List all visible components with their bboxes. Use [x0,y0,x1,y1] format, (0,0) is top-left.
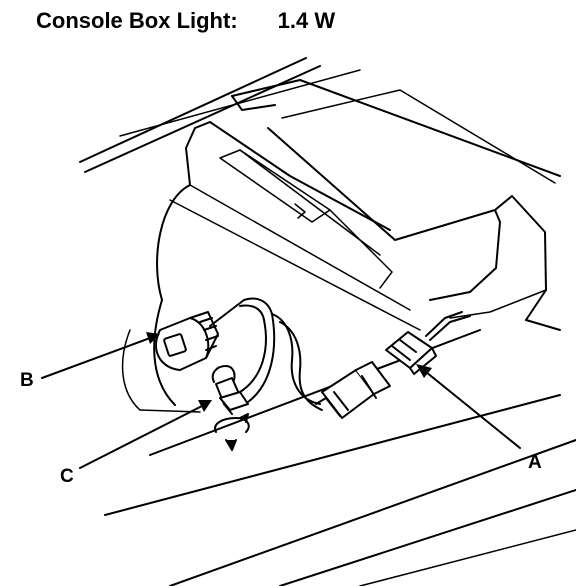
callout-label-c: C [60,466,74,487]
callout-label-a: A [528,452,542,473]
callout-label-b: B [20,370,34,391]
inline-connector [315,361,391,419]
wire-harness [209,297,323,411]
wattage-value: 1.4 W [277,8,336,33]
callout-arrowheads [146,332,432,412]
title-text: Console Box Light: [36,8,238,33]
console-body [79,57,576,586]
connector-a [385,311,471,375]
twist-arrow-icon [214,413,250,451]
light-housing-b [155,311,219,371]
callout-leaders [41,337,521,469]
bulb-socket-c [211,365,249,415]
page-title: Console Box Light: 1.4 W [36,8,335,34]
